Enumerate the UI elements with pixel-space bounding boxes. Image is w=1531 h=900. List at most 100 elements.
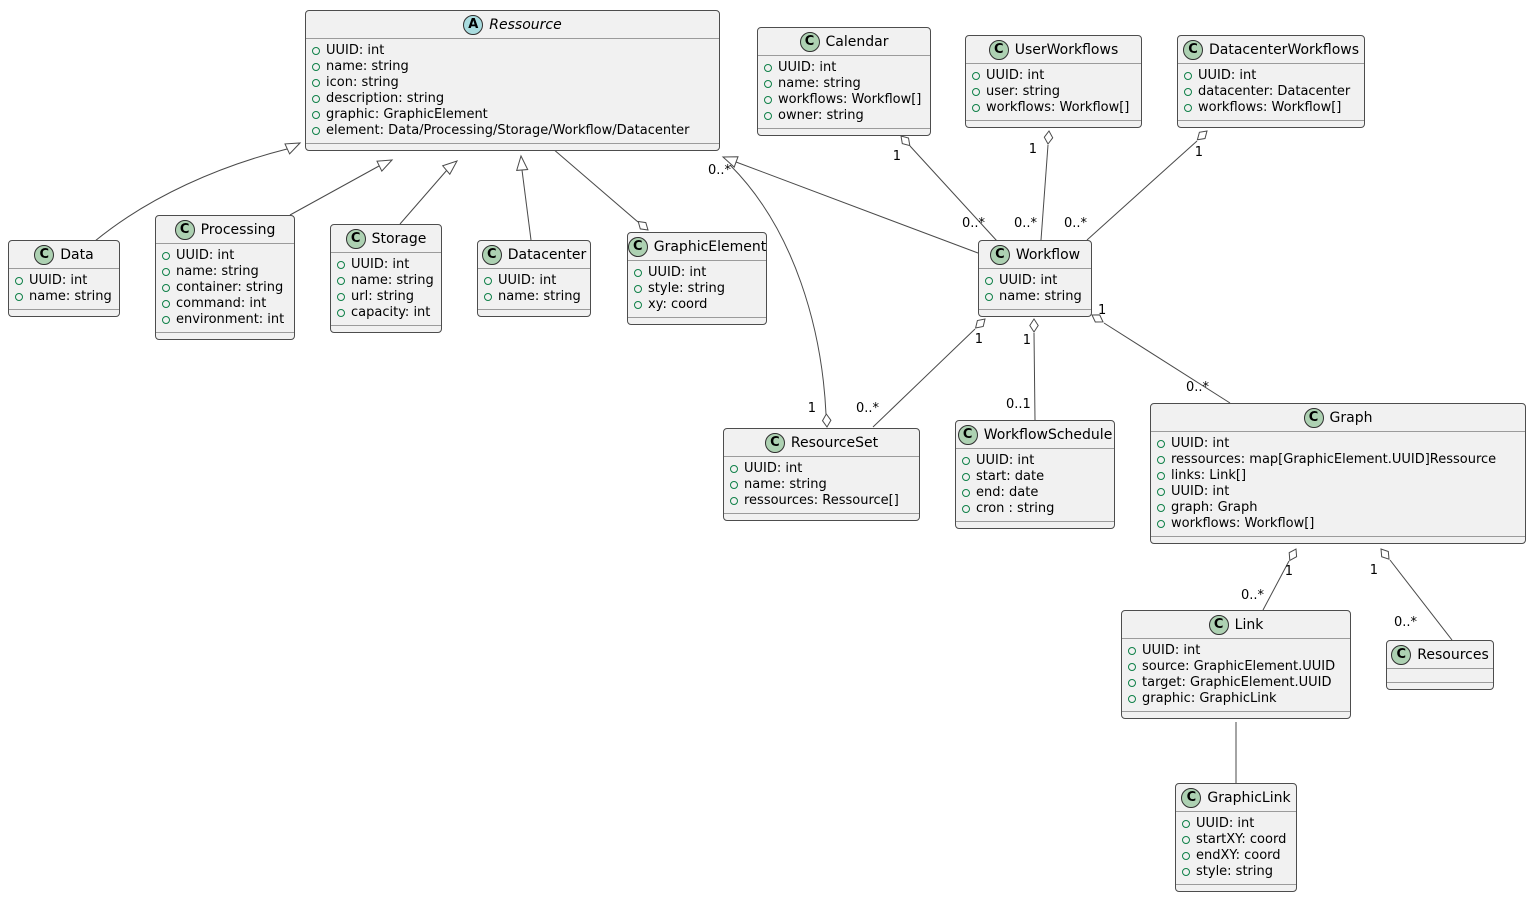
attribute-text: source: GraphicElement.UUID	[1142, 659, 1336, 674]
attribute-row: UUID: int	[15, 273, 111, 289]
attribute-text: capacity: int	[351, 305, 431, 320]
field-visibility-icon	[1157, 472, 1165, 480]
attribute-text: UUID: int	[351, 257, 410, 272]
class-name: Resources	[1417, 646, 1489, 663]
attribute-row: graphic: GraphicElement	[312, 107, 711, 123]
attribute-row: user: string	[972, 84, 1133, 100]
edge-workflow-resourceset	[872, 328, 976, 428]
methods-compartment	[966, 121, 1141, 127]
attribute-text: workflows: Workflow[]	[1171, 516, 1315, 531]
methods-compartment	[331, 326, 441, 332]
field-visibility-icon	[985, 277, 993, 285]
edge-processing-ressource	[289, 165, 380, 216]
attribute-row: UUID: int	[962, 453, 1106, 469]
attribute-text: UUID: int	[498, 273, 557, 288]
methods-compartment	[1176, 885, 1296, 891]
attribute-text: container: string	[176, 280, 284, 295]
attribute-text: UUID: int	[326, 43, 385, 58]
edge-graph-resources	[1389, 559, 1453, 641]
multiplicity-label: 1	[975, 332, 983, 347]
field-visibility-icon	[962, 457, 970, 465]
field-visibility-icon	[962, 505, 970, 513]
attribute-row: source: GraphicElement.UUID	[1128, 659, 1342, 675]
inheritance-arrow-icon	[376, 159, 394, 172]
class-title: C Calendar	[758, 28, 930, 56]
field-visibility-icon	[337, 261, 345, 269]
aggregation-diamond-icon	[1288, 548, 1298, 562]
methods-compartment	[724, 514, 919, 520]
edge-workflow-graph	[1103, 322, 1231, 404]
field-visibility-icon	[764, 80, 772, 88]
attribute-row: UUID: int	[985, 273, 1083, 289]
attribute-text: style: string	[1196, 864, 1274, 879]
attribute-row: container: string	[162, 280, 286, 296]
inheritance-arrow-icon	[516, 154, 529, 171]
attribute-row: icon: string	[312, 75, 711, 91]
field-visibility-icon	[162, 284, 170, 292]
attribute-row: workflows: Workflow[]	[1184, 100, 1356, 116]
attribute-text: name: string	[778, 76, 861, 91]
aggregation-diamond-icon	[1380, 548, 1390, 560]
class-name: ResourceSet	[790, 434, 879, 451]
attribute-row: UUID: int	[764, 60, 922, 76]
field-visibility-icon	[730, 465, 738, 473]
attribute-text: name: string	[326, 59, 409, 74]
field-visibility-icon	[764, 64, 772, 72]
attribute-row: environment: int	[162, 312, 286, 328]
field-visibility-icon	[312, 47, 320, 55]
attribute-row: name: string	[764, 76, 922, 92]
multiplicity-label: 0..*	[962, 216, 986, 231]
multiplicity-label: 1	[1370, 563, 1378, 578]
attribute-row: datacenter: Datacenter	[1184, 84, 1356, 100]
class-name: Datacenter	[507, 246, 587, 263]
class-icon: C	[989, 244, 1010, 265]
edge-workflow-workflowschedule	[1033, 332, 1036, 421]
field-visibility-icon	[972, 72, 980, 80]
field-visibility-icon	[764, 96, 772, 104]
field-visibility-icon	[634, 301, 642, 309]
methods-compartment	[1122, 712, 1350, 718]
attribute-text: datacenter: Datacenter	[1198, 84, 1351, 99]
class-icon: C	[1182, 39, 1203, 60]
field-visibility-icon	[1128, 647, 1136, 655]
class-name: Calendar	[825, 33, 889, 50]
field-visibility-icon	[1128, 663, 1136, 671]
attribute-text: UUID: int	[29, 273, 88, 288]
attribute-text: workflows: Workflow[]	[778, 92, 922, 107]
attribute-text: name: string	[498, 289, 581, 304]
field-visibility-icon	[1184, 104, 1192, 112]
aggregation-diamond-icon	[1196, 130, 1208, 141]
inheritance-arrow-icon	[721, 156, 739, 168]
multiplicity-label: 0..*	[1394, 615, 1418, 630]
class-icon: C	[799, 31, 820, 52]
attribute-row: startXY: coord	[1182, 832, 1288, 848]
field-visibility-icon	[764, 112, 772, 120]
attribute-row: description: string	[312, 91, 711, 107]
attribute-text: target: GraphicElement.UUID	[1142, 675, 1332, 690]
attribute-row: name: string	[15, 289, 112, 305]
attribute-row: cron : string	[962, 501, 1106, 517]
attribute-text: element: Data/Processing/Storage/Workflo…	[326, 123, 690, 138]
field-visibility-icon	[312, 111, 320, 119]
field-visibility-icon	[634, 285, 642, 293]
attribute-row: name: string	[730, 477, 911, 493]
attribute-row: endXY: coord	[1182, 848, 1288, 864]
field-visibility-icon	[634, 269, 642, 277]
